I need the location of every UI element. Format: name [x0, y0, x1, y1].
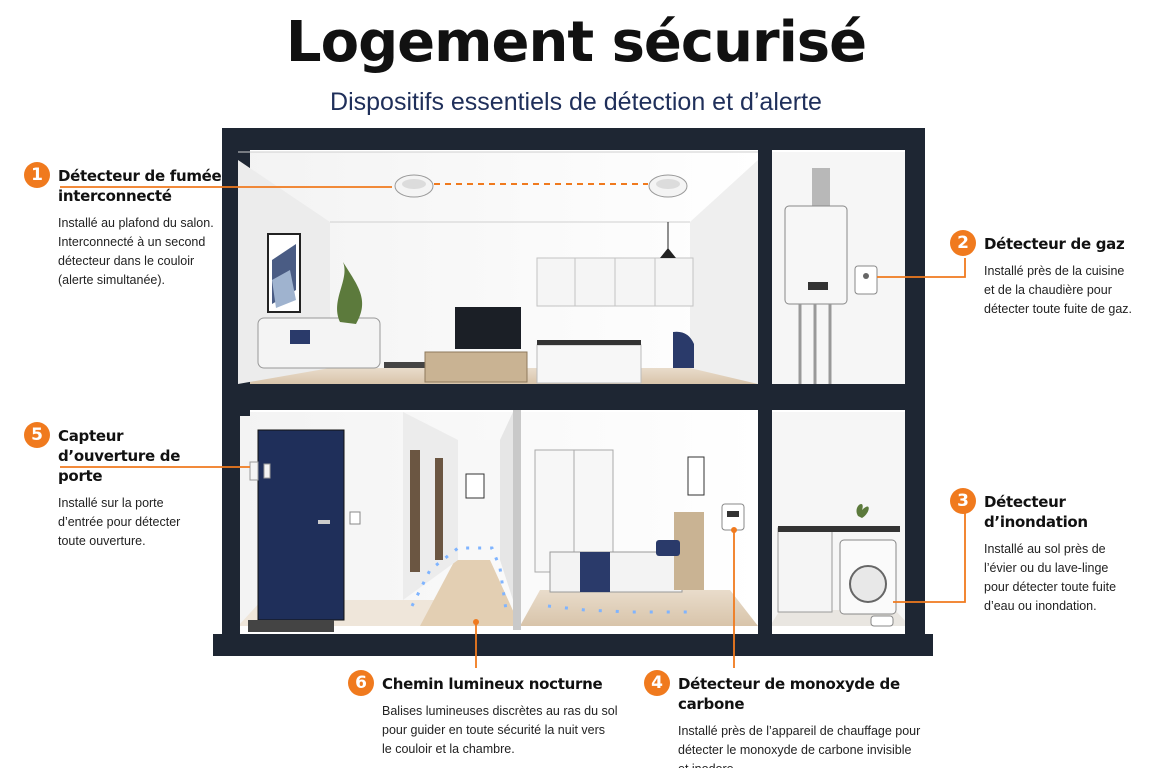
- callout-title-line2: interconnecté: [58, 187, 172, 205]
- description-line: Interconnecté à un second: [58, 235, 206, 249]
- callout-badge: 1: [24, 162, 50, 188]
- callout-smoke-detector: 1 Détecteur de fumée interconnecté Insta…: [24, 162, 224, 290]
- description-line: Installé au sol près de: [984, 542, 1106, 556]
- description-line: le couloir et la chambre.: [382, 742, 515, 756]
- co-detector-icon: [721, 503, 745, 531]
- callout-description: Installé sur la porte d’entrée pour déte…: [58, 494, 224, 551]
- page-subtitle: Dispositifs essentiels de détection et d…: [330, 88, 822, 116]
- description-line: et de la chaudière pour: [984, 283, 1112, 297]
- smoke-detector-icon: [648, 174, 688, 198]
- bedroom: [534, 449, 745, 614]
- description-line: détecter toute fuite de gaz.: [984, 302, 1133, 316]
- description-line: pour guider en toute sécurité la nuit ve…: [382, 723, 606, 737]
- entrance-hallway: [248, 412, 513, 632]
- callout-title: Détecteur de gaz: [984, 235, 1125, 253]
- callout-description: Installé près de l’appareil de chauffage…: [678, 722, 934, 768]
- callout-description: Installé près de la cuisine et de la cha…: [984, 262, 1146, 319]
- gas-detector-icon: [854, 265, 878, 295]
- callout-badge: 6: [348, 670, 374, 696]
- description-line: et inodore.: [678, 760, 934, 768]
- description-line: détecteur dans le couloir: [58, 254, 195, 268]
- description-line: Installé au plafond du salon.: [58, 216, 214, 230]
- callout-flood-detector: 3 Détecteur d’inondation Installé au sol…: [950, 488, 1148, 616]
- water-leak-detector-icon: [870, 615, 894, 627]
- description-line: d’entrée pour détecter: [58, 515, 181, 529]
- description-line: détecter le monoxyde de carbone invisibl…: [678, 743, 912, 757]
- callout-description: Balises lumineuses discrètes au ras du s…: [382, 702, 638, 759]
- description-line: l’évier ou du lave-linge: [984, 561, 1109, 575]
- description-line: Balises lumineuses discrètes au ras du s…: [382, 704, 618, 718]
- boiler-room: [784, 168, 878, 384]
- callout-badge: 2: [950, 230, 976, 256]
- night-path-lights: [410, 546, 508, 611]
- callout-description: Installé au sol près de l’évier ou du la…: [984, 540, 1148, 616]
- description-line: Installé sur la porte: [58, 496, 164, 510]
- description-line: (alerte simultanée).: [58, 273, 165, 287]
- callout-co-detector: 4 Détecteur de monoxyde de carbone Insta…: [644, 670, 934, 768]
- description-line: toute ouverture.: [58, 534, 146, 548]
- callout-night-path: 6 Chemin lumineux nocturne Balises lumin…: [348, 670, 638, 759]
- callout-badge: 4: [644, 670, 670, 696]
- description-line: Installé près de l’appareil de chauffage…: [678, 724, 921, 738]
- building-structure: [213, 128, 933, 656]
- living-room: [238, 160, 758, 384]
- description-line: d’eau ou inondation.: [984, 599, 1097, 613]
- page-title: Logement sécurisé: [285, 10, 867, 75]
- callout-description: Installé au plafond du salon. Interconne…: [58, 214, 224, 290]
- callout-door-sensor: 5 Capteur d’ouverture de porte Installé …: [24, 422, 224, 551]
- smoke-detector-icon: [394, 174, 434, 198]
- callout-title: Détecteur d’inondation: [984, 493, 1088, 531]
- callout-title: Capteur: [58, 427, 124, 445]
- description-line: pour détecter toute fuite: [984, 580, 1117, 594]
- callout-title: Chemin lumineux nocturne: [382, 675, 603, 693]
- callout-title: Détecteur de monoxyde de carbone: [678, 675, 900, 713]
- door-sensor-icon: [249, 461, 271, 481]
- callout-title-line2: d’ouverture de porte: [58, 447, 181, 485]
- callout-badge: 3: [950, 488, 976, 514]
- laundry-room: [777, 503, 900, 627]
- callout-gas-detector: 2 Détecteur de gaz Installé près de la c…: [950, 230, 1146, 319]
- description-line: Installé près de la cuisine: [984, 264, 1125, 278]
- callout-title: Détecteur de fumée: [58, 167, 222, 185]
- callout-badge: 5: [24, 422, 50, 448]
